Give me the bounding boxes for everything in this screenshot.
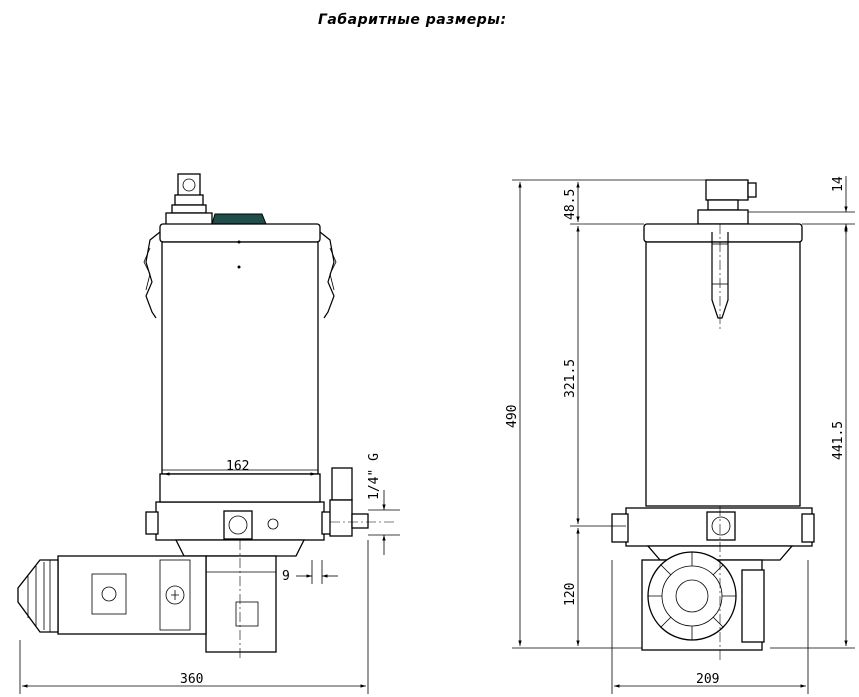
dim-top-offset: 14	[831, 176, 846, 192]
right-clip	[319, 231, 335, 319]
dim-base-height: 120	[563, 583, 578, 606]
reservoir-lid	[159, 223, 321, 243]
fan-cover	[17, 559, 59, 633]
side-connector	[697, 179, 757, 225]
dim-overall-width: 360	[180, 672, 203, 687]
side-view	[611, 179, 815, 660]
connector-plug	[165, 173, 213, 226]
dim-thread: 1/4" G	[367, 453, 382, 500]
outlet-fitting	[331, 467, 353, 501]
dim-total-height: 490	[505, 405, 520, 428]
front-view	[17, 173, 395, 660]
side-fan	[647, 551, 737, 641]
side-tank	[645, 241, 801, 507]
gearbox	[205, 555, 277, 653]
side-view-dimensions: 490 48.5 321.5 120 14 441.5 209	[505, 176, 855, 694]
reservoir-tank	[161, 241, 319, 475]
lid-handle	[211, 213, 267, 225]
motor-body	[57, 555, 207, 635]
page-title: Габаритные размеры:	[318, 12, 507, 28]
dim-tank-full-height: 441.5	[831, 421, 846, 460]
front-view-dimensions: 162 1/4" G 9 360	[19, 453, 400, 694]
side-lid	[643, 223, 803, 243]
dim-offset: 9	[282, 569, 290, 584]
dim-tank-width: 162	[226, 459, 249, 474]
left-clip	[145, 231, 161, 319]
dim-base-width: 209	[696, 672, 719, 687]
dim-tank-height: 321.5	[563, 359, 578, 398]
dim-top-height: 48.5	[563, 189, 578, 220]
